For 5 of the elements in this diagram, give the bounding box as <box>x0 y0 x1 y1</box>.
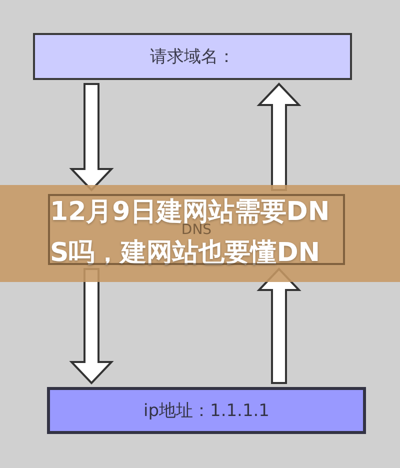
request-box <box>33 33 352 80</box>
node-label: ip地址：1.1.1.1 <box>144 400 270 422</box>
ip-address-box <box>47 387 366 434</box>
node-label: 请求域名： <box>150 46 235 68</box>
dns-box <box>48 194 345 265</box>
